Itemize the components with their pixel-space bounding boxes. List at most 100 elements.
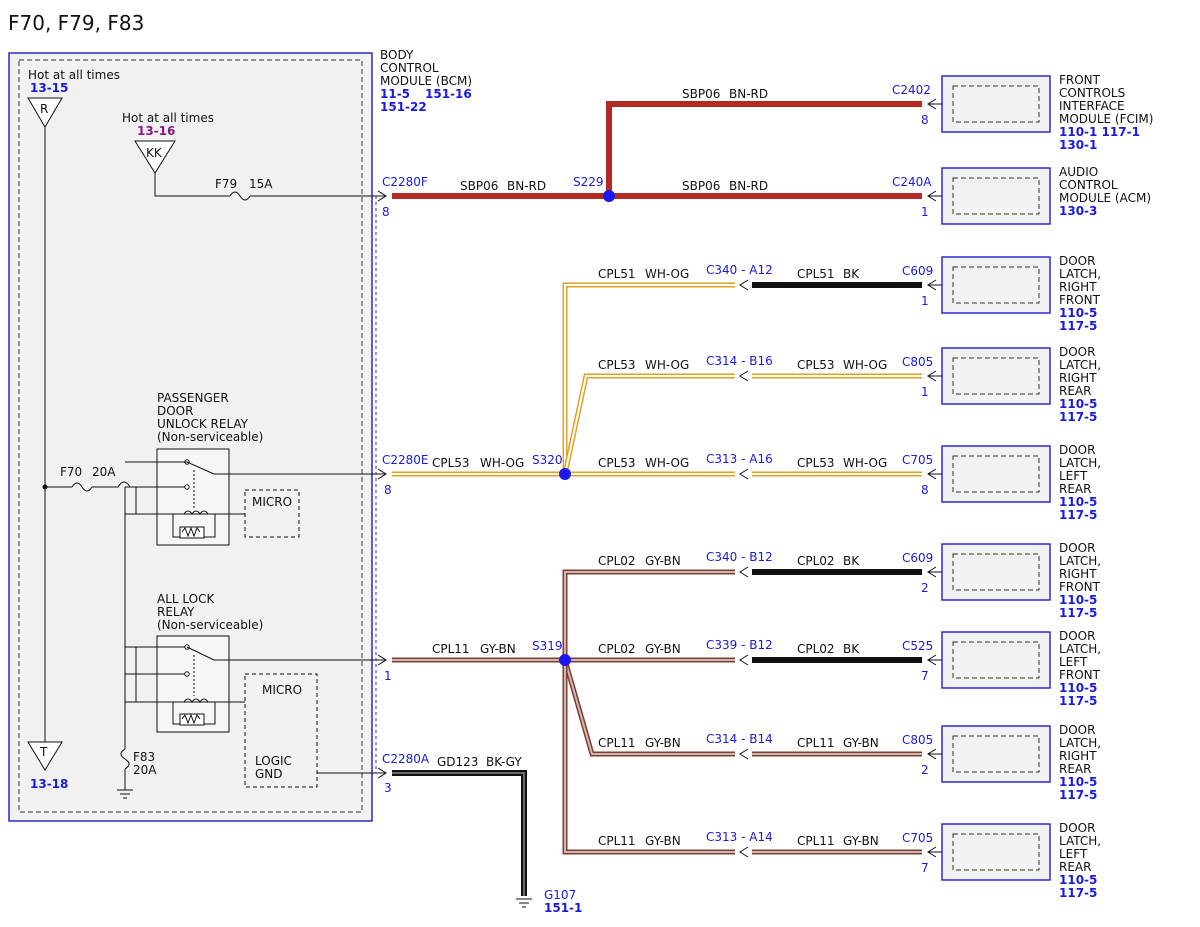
bcm-name-line-2: CONTROL [380,61,439,75]
module-name-0-2: INTERFACE [1059,99,1125,113]
w-gd123-color: BK-GY [486,755,522,769]
module-name-8-2: LEFT [1059,847,1088,861]
inline-connector-6: C339 - B12 [706,638,773,652]
hot-label-r: Hot at all times [28,68,120,82]
fuse-f70-icon [71,482,93,492]
module-name-3-3: REAR [1059,384,1091,398]
module-inner-dashed-0 [952,85,1040,123]
module-box-0 [941,75,1051,133]
module-name-7-0: DOOR [1059,723,1095,737]
bcm-label: BODY CONTROL MODULE (BCM) 11-5 151-16 15… [380,48,472,114]
module-connector-5: C609 [902,551,933,565]
fuse-f70-rating: 20A [92,465,116,479]
left-wire-color-8: GY-BN [645,834,681,848]
w-cpl53-main-color: WH-OG [480,456,524,470]
inline-arrow-icon-5 [739,566,749,578]
chassis-ground-f83-icon [117,789,133,799]
module-ref-7-1: 117-5 [1059,788,1097,802]
splice-s229 [603,190,615,202]
module-inner-dashed-7 [952,735,1040,773]
module-inner-dashed-1 [952,177,1040,215]
module-name-2-0: DOOR [1059,254,1095,268]
relay1-feed-wires [125,486,245,515]
right-wire-circuit-6: CPL02 [797,642,835,656]
bcm-ref-1: 11-5 [380,87,410,101]
module-ref-4-1: 117-5 [1059,508,1097,522]
sbp06-branch-wire [606,101,922,196]
cpl53-harness: S320 CPL53 WH-OG [392,282,735,480]
fuse-f83-name: F83 [133,750,155,764]
module-name-3-2: RIGHT [1059,371,1097,385]
c2280e-pin: 8 [384,483,392,497]
module-name-1-0: AUDIO [1059,165,1098,179]
cpl02-rf-wire-inner [564,571,735,660]
module-name-5-0: DOOR [1059,541,1095,555]
power-triangle-r-icon [27,97,63,128]
module-box-3 [941,347,1051,405]
module-pin-0: 8 [921,113,929,127]
inline-connector-5: C340 - B12 [706,550,773,564]
module-name-7-1: LATCH, [1059,736,1101,750]
module-ref-5-0: 110-5 [1059,593,1097,607]
relay1-line-1: PASSENGER [157,391,229,405]
w-sbp06-a-circuit: SBP06 [460,179,498,193]
module-ref-2-0: 110-5 [1059,306,1097,320]
relay1-diode-icon [181,526,201,538]
fuse-f83-icon [120,748,130,770]
inline-arrow-icon-3 [739,370,749,382]
module-box-4 [941,445,1051,503]
module-connector-3: C805 [902,355,933,369]
relay1-line-2: DOOR [157,404,193,418]
c2280a-arrow-icon [377,767,387,779]
w-cpl53-main-circuit: CPL53 [432,456,470,470]
relay2-logic-line-1: LOGIC [255,754,292,768]
relay1-line-4: (Non-serviceable) [157,430,263,444]
module-name-1-1: CONTROL [1059,178,1118,192]
module-inner-dashed-5 [952,553,1040,591]
w-sbp06-b-circuit: SBP06 [682,87,720,101]
module-box-8 [941,823,1051,881]
hot-ref-kk: 13-16 [137,124,175,138]
inline-connector-3: C314 - B16 [706,354,773,368]
right-wire-color-5: BK [843,554,860,568]
module-name-4-0: DOOR [1059,443,1095,457]
module-ref-5-1: 117-5 [1059,606,1097,620]
relay1-micro-box [244,489,300,538]
inline-arrow-icon-2 [739,279,749,291]
relay2-line-1: ALL LOCK [157,592,215,606]
left-wire-color-4: WH-OG [645,456,689,470]
module-name-6-0: DOOR [1059,629,1095,643]
left-wire-circuit-5: CPL02 [598,554,636,568]
module-name-4-1: LATCH, [1059,456,1101,470]
fuse-f79-name: F79 [215,177,237,191]
c2280a-pin1: 1 [384,669,392,683]
module-name-7-3: REAR [1059,762,1091,776]
module-name-5-1: LATCH, [1059,554,1101,568]
left-wire-circuit-2: CPL51 [598,267,636,281]
module-name-0-0: FRONT [1059,73,1101,87]
right-wire-circuit-2: CPL51 [797,267,835,281]
module-name-3-1: LATCH, [1059,358,1101,372]
splice-s319 [559,654,571,666]
inline-connector-7: C314 - B14 [706,732,773,746]
module-pin-6: 7 [921,669,929,683]
cpl11-rr-wire-inner [564,659,735,755]
module-inner-dashed-3 [952,357,1040,395]
ground-letter-t: T [39,745,48,759]
chassis-ground-g107-icon [516,898,532,908]
w-cpl11-main-circuit: CPL11 [432,642,470,656]
relay1-coil-icon [179,526,205,539]
module-pin-2: 1 [921,294,929,308]
relay2-line-2: RELAY [157,605,195,619]
module-name-4-3: REAR [1059,482,1091,496]
power-letter-r: R [40,102,48,116]
module-name-1-2: MODULE (ACM) [1059,191,1151,205]
page-title: F70, F79, F83 [8,11,144,35]
left-wire-circuit-6: CPL02 [598,642,636,656]
gd123-wire-outer [392,770,527,896]
relay2-coil-icon [179,713,205,726]
module-box-5 [941,543,1051,601]
module-inner-dashed-2 [952,266,1040,304]
left-wire-color-5: GY-BN [645,554,681,568]
